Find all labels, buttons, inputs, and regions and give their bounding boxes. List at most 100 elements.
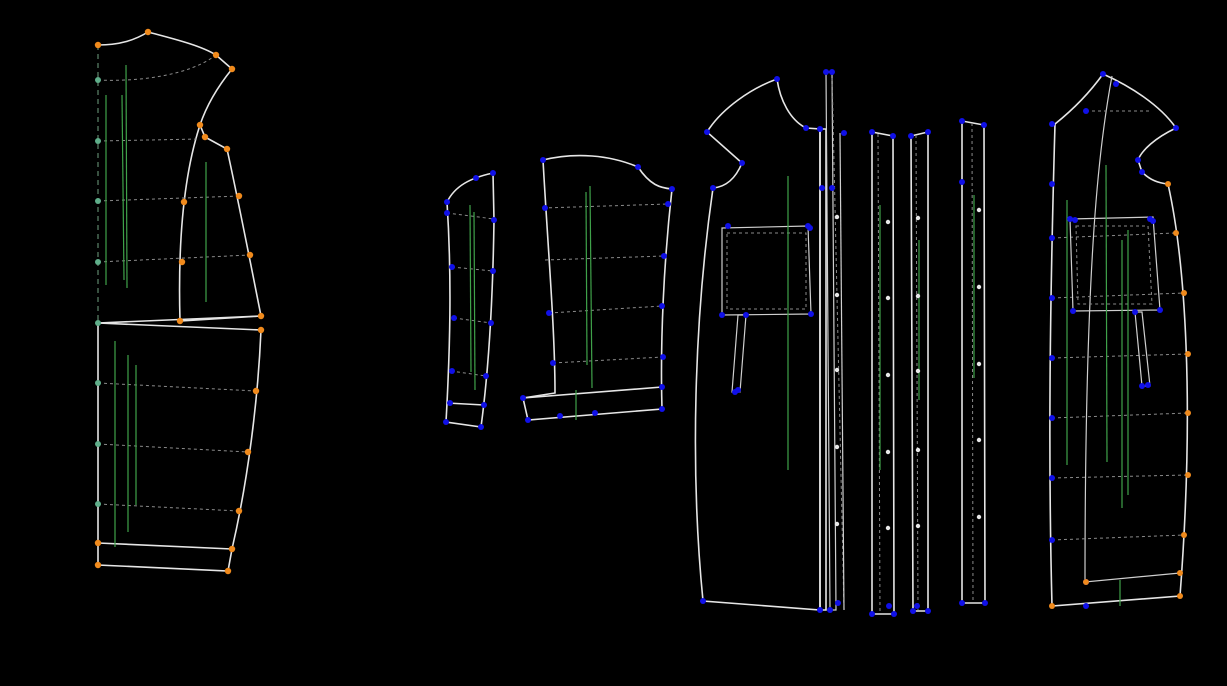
control-point[interactable] (817, 126, 823, 132)
control-point[interactable] (178, 258, 186, 266)
control-point[interactable] (808, 311, 814, 317)
control-point[interactable] (834, 367, 840, 373)
control-point[interactable] (910, 608, 916, 614)
control-point[interactable] (829, 185, 835, 191)
control-point[interactable] (1067, 216, 1073, 222)
control-point[interactable] (743, 312, 749, 318)
control-point[interactable] (1139, 169, 1145, 175)
control-point[interactable] (1049, 181, 1055, 187)
control-point[interactable] (823, 69, 829, 75)
control-point[interactable] (890, 133, 896, 139)
control-point[interactable] (1083, 108, 1089, 114)
control-point[interactable] (95, 138, 101, 144)
control-point[interactable] (959, 118, 965, 124)
control-point[interactable] (1177, 570, 1183, 576)
control-point[interactable] (1185, 472, 1191, 478)
control-point[interactable] (144, 28, 152, 36)
control-point[interactable] (635, 164, 641, 170)
control-point[interactable] (449, 368, 455, 374)
control-point[interactable] (235, 192, 243, 200)
control-point[interactable] (235, 507, 243, 515)
control-point[interactable] (444, 199, 450, 205)
control-point[interactable] (1145, 382, 1151, 388)
control-point[interactable] (1083, 579, 1089, 585)
control-point[interactable] (525, 417, 531, 423)
control-point[interactable] (592, 410, 598, 416)
control-point[interactable] (841, 130, 847, 136)
control-point[interactable] (1173, 125, 1179, 131)
control-point[interactable] (95, 380, 101, 386)
control-point[interactable] (540, 157, 546, 163)
control-point[interactable] (834, 521, 840, 527)
control-point[interactable] (95, 198, 101, 204)
control-point[interactable] (228, 65, 236, 73)
control-point[interactable] (885, 219, 891, 225)
control-point[interactable] (827, 607, 833, 613)
control-point[interactable] (201, 133, 209, 141)
control-point[interactable] (925, 608, 931, 614)
front-left-piece[interactable] (694, 77, 821, 611)
control-point[interactable] (914, 603, 920, 609)
control-point[interactable] (925, 129, 931, 135)
control-point[interactable] (1100, 71, 1106, 77)
control-point[interactable] (449, 264, 455, 270)
control-point[interactable] (1049, 235, 1055, 241)
control-point[interactable] (95, 259, 101, 265)
control-point[interactable] (1132, 309, 1138, 315)
control-point[interactable] (491, 217, 497, 223)
control-point[interactable] (981, 122, 987, 128)
control-point[interactable] (885, 449, 891, 455)
control-point[interactable] (224, 567, 232, 575)
control-point[interactable] (659, 384, 665, 390)
control-point[interactable] (244, 448, 252, 456)
control-point[interactable] (1049, 537, 1055, 543)
control-point[interactable] (1165, 181, 1171, 187)
control-point[interactable] (834, 292, 840, 298)
control-point[interactable] (451, 315, 457, 321)
control-point[interactable] (915, 368, 921, 374)
control-point[interactable] (959, 600, 965, 606)
control-point[interactable] (1070, 308, 1076, 314)
control-point[interactable] (246, 251, 254, 259)
control-point[interactable] (1157, 307, 1163, 313)
top-sleeve-piece[interactable] (522, 154, 673, 421)
control-point[interactable] (1113, 81, 1119, 87)
control-point[interactable] (1185, 351, 1191, 357)
control-point[interactable] (819, 185, 825, 191)
control-point[interactable] (735, 387, 741, 393)
control-point[interactable] (1181, 290, 1187, 296)
placket-strips[interactable] (819, 71, 986, 615)
control-point[interactable] (1150, 218, 1156, 224)
control-point[interactable] (976, 284, 982, 290)
control-point[interactable] (1185, 410, 1191, 416)
control-point[interactable] (490, 268, 496, 274)
control-point[interactable] (885, 525, 891, 531)
control-point[interactable] (976, 207, 982, 213)
control-point[interactable] (488, 320, 494, 326)
control-point[interactable] (976, 437, 982, 443)
control-point[interactable] (829, 69, 835, 75)
control-point[interactable] (891, 611, 897, 617)
control-point[interactable] (481, 402, 487, 408)
control-point[interactable] (257, 326, 265, 334)
control-point[interactable] (94, 539, 102, 547)
control-point[interactable] (473, 175, 479, 181)
control-point[interactable] (546, 310, 552, 316)
control-point[interactable] (885, 372, 891, 378)
under-sleeve-piece[interactable] (445, 172, 495, 428)
control-point[interactable] (1049, 295, 1055, 301)
control-point[interactable] (661, 253, 667, 259)
control-point[interactable] (976, 361, 982, 367)
control-point[interactable] (959, 179, 965, 185)
control-point[interactable] (834, 214, 840, 220)
control-point[interactable] (95, 501, 101, 507)
control-point[interactable] (1135, 157, 1141, 163)
control-point[interactable] (807, 225, 813, 231)
control-point[interactable] (659, 406, 665, 412)
control-point[interactable] (710, 185, 716, 191)
control-point[interactable] (1049, 415, 1055, 421)
control-point[interactable] (835, 600, 841, 606)
control-point[interactable] (1181, 532, 1187, 538)
